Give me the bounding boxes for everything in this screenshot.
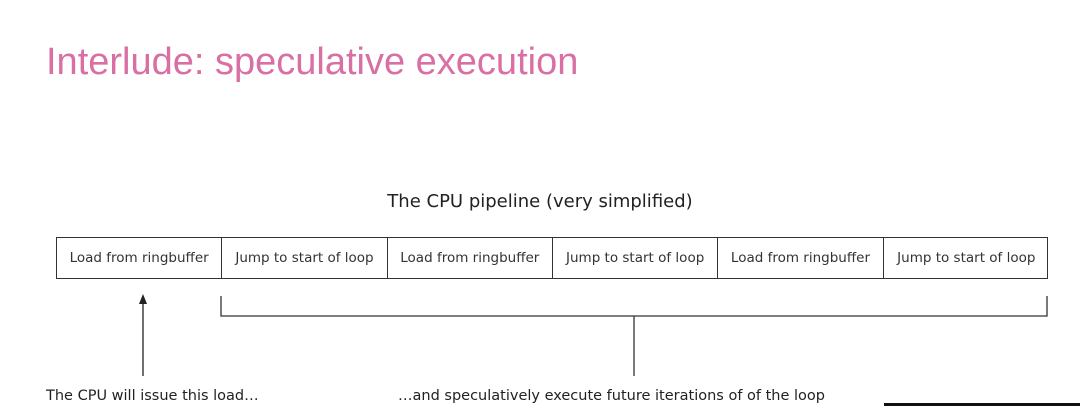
issue-load-arrow: [139, 294, 147, 376]
speculative-execution-note: …and speculatively execute future iterat…: [398, 388, 825, 404]
slide-title: Interlude: speculative execution: [46, 41, 579, 83]
speculative-iterations-bracket: [220, 296, 1048, 317]
pipeline-row: Load from ringbuffer Jump to start of lo…: [56, 237, 1048, 279]
pipeline-stage-jump-2: Jump to start of loop: [553, 238, 719, 278]
pipeline-stage-load-2: Load from ringbuffer: [388, 238, 553, 278]
pipeline-stage-jump-3: Jump to start of loop: [897, 250, 1036, 266]
pipeline-stage-load-3: Load from ringbuffer: [718, 238, 884, 278]
bottom-edge-bar: [884, 403, 1080, 406]
issue-load-note: The CPU will issue this load…: [46, 388, 259, 404]
pipeline-stage-load-1: Load from ringbuffer: [57, 238, 223, 278]
pipeline-caption: The CPU pipeline (very simplified): [387, 191, 693, 212]
pipeline-stage-jump-1: Jump to start of loop: [222, 238, 388, 278]
